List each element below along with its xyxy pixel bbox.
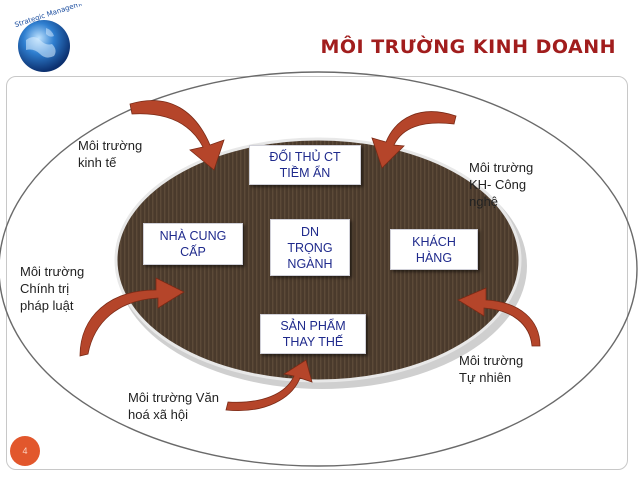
box-customers: KHÁCH HÀNG [390, 229, 478, 270]
page-title: MÔI TRƯỜNG KINH DOANH [320, 36, 616, 58]
arrow-cultural [225, 359, 313, 412]
arrow-political [79, 277, 185, 357]
page-number-badge: 4 [10, 436, 40, 466]
label-natural-environment: Môi trường Tự nhiên [459, 353, 524, 385]
arrow-natural [457, 287, 541, 347]
arrow-tech [371, 111, 457, 169]
box-potential-competitors: ĐỐI THỦ CT TIỀM ẨN [249, 145, 361, 185]
outer-ellipse [0, 71, 638, 467]
arrow-economic [129, 100, 225, 171]
label-cultural-environment: Môi trường Văn hoá xã hội [128, 390, 219, 422]
label-political-environment: Môi trường Chính trị pháp luật [20, 264, 85, 313]
label-economic-environment: Môi trường kinh tế [78, 138, 143, 170]
globe-logo-icon: Strategic Management [14, 4, 82, 72]
slide-frame [6, 76, 628, 470]
box-suppliers: NHÀ CUNG CẤP [143, 223, 243, 265]
box-substitutes: SẢN PHẨM THAY THẾ [260, 314, 366, 354]
box-industry-firms: DN TRỌNG NGÀNH [270, 219, 350, 276]
label-tech-environment: Môi trường KH- Công nghệ [469, 160, 534, 209]
